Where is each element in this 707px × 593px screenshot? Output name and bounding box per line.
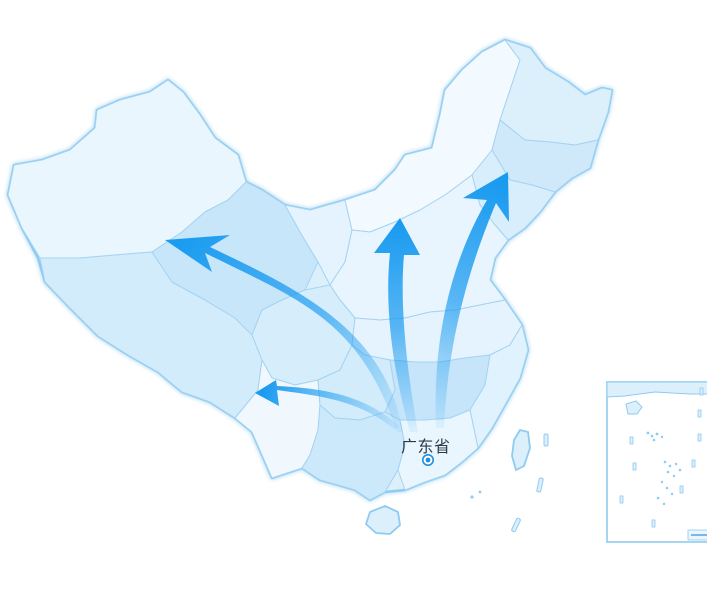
origin-dot <box>425 457 431 463</box>
region-southeast-coast <box>469 324 529 449</box>
dash-island-3 <box>511 517 521 533</box>
flow-to-yunnan <box>255 380 399 430</box>
hainan-island <box>364 505 401 535</box>
flow-arrows <box>165 172 509 432</box>
dot-island-1 <box>470 495 474 499</box>
region-guangxi <box>301 404 406 501</box>
dash-island-1 <box>543 433 549 447</box>
taiwan-island <box>511 428 531 472</box>
region-guangdong <box>397 409 479 491</box>
inset-islands <box>646 431 682 506</box>
flow-to-tibet <box>165 235 403 432</box>
dot-island-2 <box>478 490 482 494</box>
flow-to-inner-north <box>374 218 420 432</box>
inset-coast <box>606 381 707 398</box>
flow-to-northeast <box>435 172 509 428</box>
south-china-sea-inset <box>606 381 707 543</box>
region-heilongjiang <box>499 39 613 146</box>
origin-label: 广东省 <box>401 437 451 456</box>
dash-island-2 <box>536 477 544 493</box>
islands <box>364 428 549 535</box>
inset-dashes <box>619 387 704 528</box>
inset-hainan <box>625 400 643 415</box>
origin-marker[interactable] <box>421 453 434 466</box>
